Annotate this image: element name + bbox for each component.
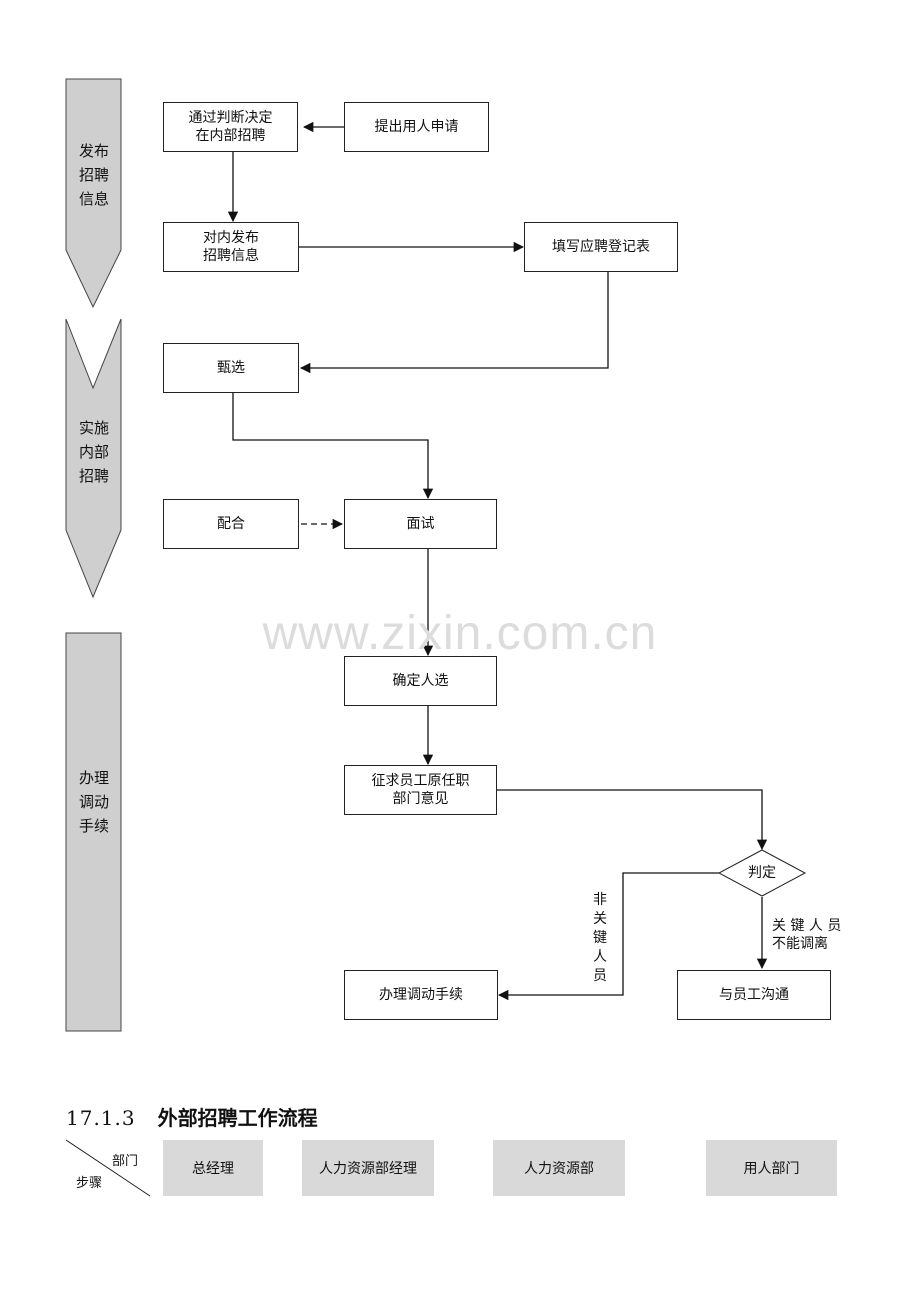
table-header-hr-department: 人力资源部 xyxy=(493,1140,625,1196)
node-interview: 面试 xyxy=(344,499,497,549)
branch-label-non-key: 非 关 键 人 员 xyxy=(593,892,607,984)
decision-diamond xyxy=(717,849,807,897)
table-corner-department: 部门 xyxy=(112,1154,139,1169)
node-publish: 对内发布 招聘信息 xyxy=(163,222,299,272)
section-heading: 17.1.3 外部招聘工作流程 xyxy=(66,1102,318,1131)
table-corner-diagonal xyxy=(65,1139,151,1197)
section-title: 外部招聘工作流程 xyxy=(157,1106,318,1130)
section-number: 17.1.3 xyxy=(66,1106,136,1130)
arrow-form-to-screen xyxy=(299,272,609,374)
arrow-screen-to-interview xyxy=(232,393,434,500)
branch-label-key: 关 键 人 员 不能调离 xyxy=(772,918,842,952)
stage-shape-transfer xyxy=(65,632,122,1032)
table-header-hr-manager: 人力资源部经理 xyxy=(302,1140,434,1196)
arrow-consult-to-judge xyxy=(497,789,768,851)
stage-shape-publish xyxy=(65,78,122,309)
node-request: 提出用人申请 xyxy=(344,102,489,152)
node-decide-internal: 通过判断决定 在内部招聘 xyxy=(163,102,298,152)
stage-shape-implement xyxy=(65,318,122,599)
arrow-judge-to-transfer xyxy=(497,872,719,1001)
stage-label-implement: 实施 内部 招聘 xyxy=(78,419,109,485)
node-confirm: 确定人选 xyxy=(344,656,497,706)
watermark: www.zixin.com.cn xyxy=(262,607,658,660)
table-header-hiring-department: 用人部门 xyxy=(706,1140,837,1196)
stage-label-publish: 发布 招聘 信息 xyxy=(78,142,109,208)
node-cooperate: 配合 xyxy=(163,499,299,549)
node-transfer: 办理调动手续 xyxy=(344,970,498,1020)
node-fill-form: 填写应聘登记表 xyxy=(524,222,678,272)
node-screen: 甄选 xyxy=(163,343,299,393)
node-communicate: 与员工沟通 xyxy=(677,970,831,1020)
node-consult: 征求员工原任职 部门意见 xyxy=(344,765,497,815)
table-corner-step: 步骤 xyxy=(76,1176,103,1191)
node-judge-label: 判定 xyxy=(748,865,776,881)
table-header-general-manager: 总经理 xyxy=(163,1140,263,1196)
stage-label-transfer: 办理 调动 手续 xyxy=(78,769,109,835)
